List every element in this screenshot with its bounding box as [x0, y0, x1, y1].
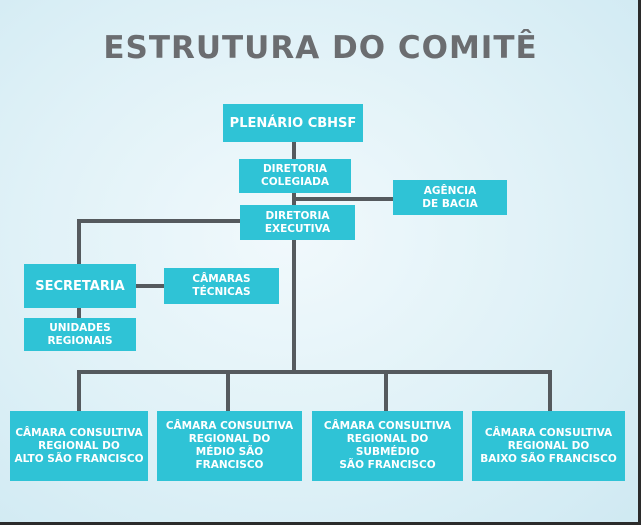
connector-agencia	[292, 197, 394, 201]
connector-secretaria-horizontal	[77, 219, 241, 223]
frame-border-right	[638, 0, 641, 525]
node-ccr-baixo: CÂMARA CONSULTIVA REGIONAL DO BAIXO SÃO …	[472, 411, 625, 481]
node-agencia-de-bacia: AGÊNCIA DE BACIA	[393, 180, 507, 215]
connector-drop-alto	[77, 370, 81, 411]
node-ccr-medio: CÂMARA CONSULTIVA REGIONAL DO MÉDIO SÃO …	[157, 411, 302, 481]
node-plenario: PLENÁRIO CBHSF	[223, 104, 363, 142]
connector-executiva-trunk	[292, 240, 296, 372]
connector-plenario-colegiada	[292, 142, 296, 159]
node-secretaria: SECRETARIA	[24, 264, 136, 308]
node-diretoria-executiva: DIRETORIA EXECUTIVA	[240, 205, 355, 240]
node-ccr-alto: CÂMARA CONSULTIVA REGIONAL DO ALTO SÃO F…	[10, 411, 148, 481]
connector-secretaria-vertical	[77, 219, 81, 264]
connector-camaras-tecnicas	[136, 284, 164, 288]
connector-drop-submedio	[384, 370, 388, 411]
connector-drop-medio	[226, 370, 230, 411]
connector-drop-baixo	[548, 370, 552, 411]
node-diretoria-colegiada: DIRETORIA COLEGIADA	[239, 159, 351, 193]
node-ccr-submedio: CÂMARA CONSULTIVA REGIONAL DO SUBMÉDIO S…	[312, 411, 463, 481]
page-title: ESTRUTURA DO COMITÊ	[103, 30, 538, 66]
node-unidades-regionais: UNIDADES REGIONAIS	[24, 318, 136, 351]
frame-border-bottom	[0, 522, 641, 525]
connector-unidades	[77, 308, 81, 318]
node-camaras-tecnicas: CÂMARAS TÉCNICAS	[164, 268, 279, 304]
connector-bottom-bus	[77, 370, 552, 374]
